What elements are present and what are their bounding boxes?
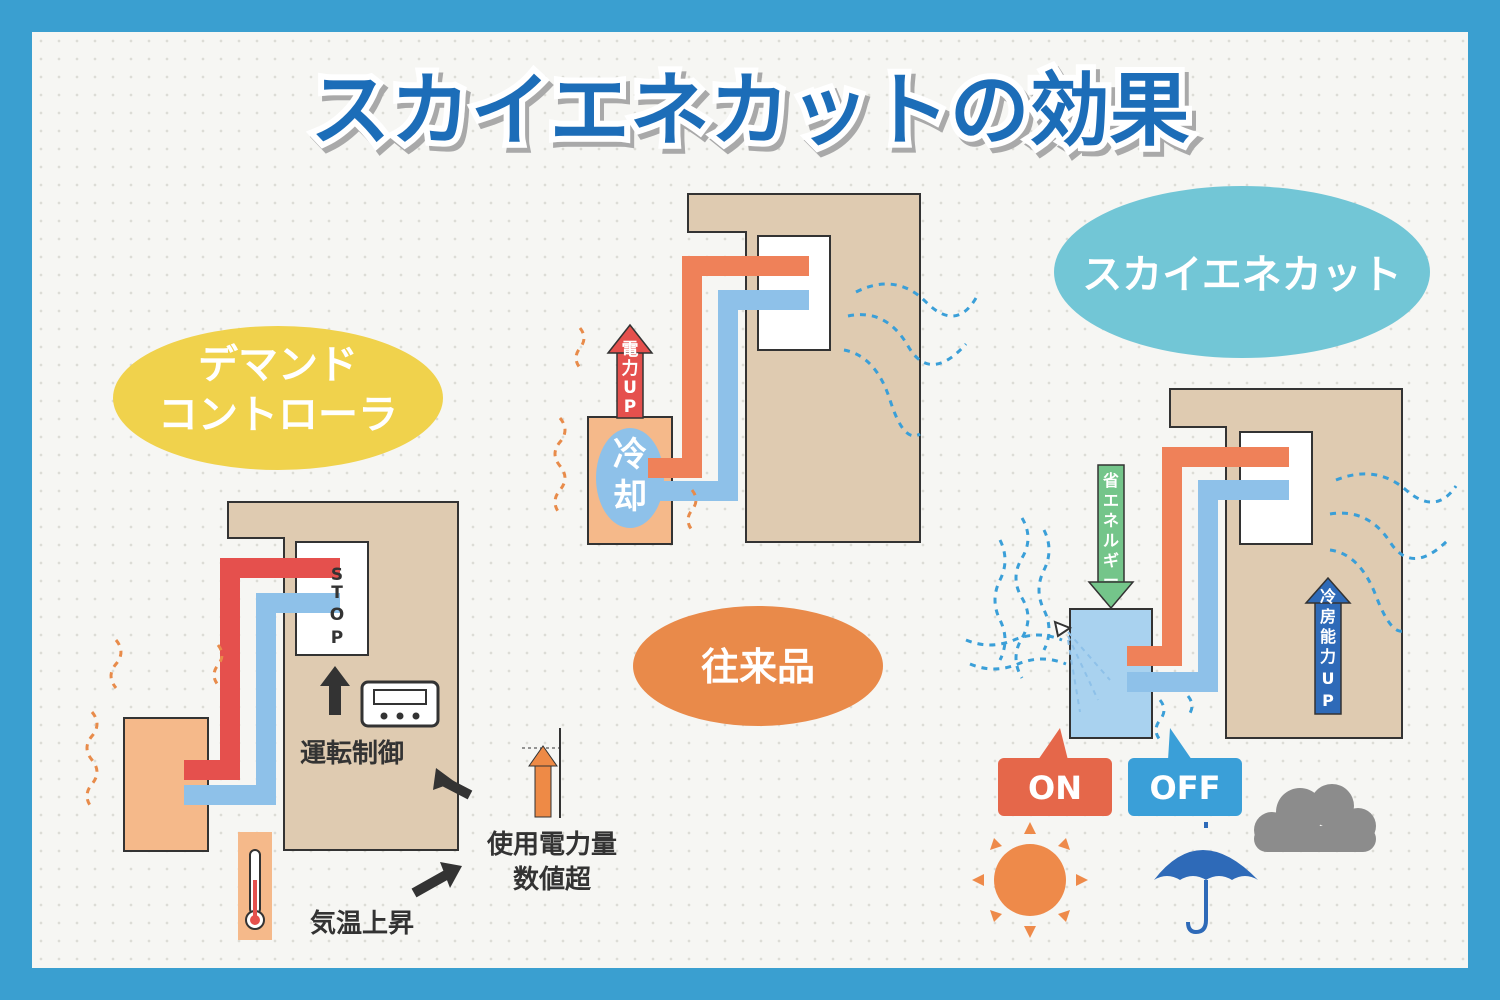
energy-saving-char-1: 省: [1102, 471, 1119, 490]
on-badge: [998, 728, 1112, 816]
page-title: スカイエネカットの効果: [310, 64, 1189, 157]
cooling-capacity-char-3: 能: [1320, 627, 1336, 646]
energy-saving-char-2: エ: [1103, 491, 1119, 510]
center-wind-lines: [843, 282, 978, 438]
cooling-capacity-char-1: 冷: [1320, 587, 1336, 606]
off-badge: [1128, 728, 1242, 816]
power-up-arrow-icon: [606, 323, 654, 419]
energy-saving-char-3: ネ: [1103, 511, 1119, 530]
left-outdoor-unit: [123, 717, 209, 852]
left-blue-pipe: [184, 593, 340, 805]
stop-t: T: [331, 583, 343, 603]
center-heat-lines: [553, 327, 698, 531]
off-label: OFF: [1150, 769, 1221, 807]
temp-arrow-icon: [411, 862, 462, 898]
water-spray-lines: [1067, 631, 1111, 713]
stop-o: O: [330, 605, 344, 625]
cooling-capacity-char-2: 房: [1320, 607, 1336, 626]
cooling-capacity-arrow-icon: [1304, 576, 1352, 715]
usage-bar-icon: [522, 728, 561, 818]
sky-enecut-bubble: [1054, 186, 1430, 358]
operation-control-label: 運転制御: [300, 738, 404, 769]
umbrella-icon: [1154, 822, 1258, 935]
left-red-pipe: [184, 558, 340, 780]
controller-icon: [360, 680, 440, 728]
arrow-down-icon: [1087, 464, 1135, 610]
temp-rise-label: 気温上昇: [310, 908, 414, 939]
demand-controller-label-2: コントローラ: [158, 392, 398, 438]
cooling-char-1: 冷: [613, 435, 647, 475]
usage-arrow-icon: [433, 768, 473, 800]
power-up-char-2: 力: [622, 358, 639, 379]
right-red-pipe: [1127, 447, 1282, 666]
cooling-char-2: 却: [613, 477, 647, 517]
power-up-char-4: P: [624, 397, 636, 417]
arrow-up-icon: [320, 666, 350, 715]
usage-over-label-2: 数値超: [513, 865, 592, 895]
cloud-icon: [1254, 784, 1376, 852]
power-up-char-3: U: [623, 378, 637, 398]
center-building: [687, 193, 921, 543]
thermometer-icon: [238, 832, 272, 940]
energy-saving-char-5: ギ: [1103, 551, 1119, 570]
sprinkler-nozzle-icon: [1053, 620, 1073, 638]
left-building: [227, 501, 459, 851]
right-building: [1169, 388, 1403, 739]
right-wind-lines: [965, 472, 1458, 741]
right-blue-pipe: [1127, 480, 1282, 692]
cooling-mist: [596, 428, 664, 528]
energy-saving-char-6: ー: [1103, 571, 1119, 590]
power-up-char-1: 電: [622, 340, 639, 360]
center-red-pipe: [648, 256, 800, 478]
demand-controller-label-1: デマンド: [198, 342, 358, 388]
left-heat-lines: [85, 639, 224, 809]
on-label: ON: [1028, 769, 1082, 807]
stop-s: S: [331, 565, 343, 585]
energy-saving-char-4: ル: [1103, 531, 1119, 550]
demand-controller-bubble: [113, 326, 443, 470]
sky-enecut-label: スカイエネカット: [1082, 252, 1402, 298]
conventional-bubble: [633, 606, 883, 726]
cooling-capacity-char-6: P: [1322, 691, 1334, 710]
usage-over-label-1: 使用電力量: [486, 830, 617, 860]
cooling-capacity-char-5: U: [1322, 669, 1335, 688]
cooling-capacity-char-4: 力: [1320, 647, 1336, 666]
stop-p: P: [331, 628, 343, 648]
center-blue-pipe: [648, 290, 800, 501]
conventional-label: 往来品: [701, 645, 815, 689]
sun-icon: [972, 822, 1088, 938]
